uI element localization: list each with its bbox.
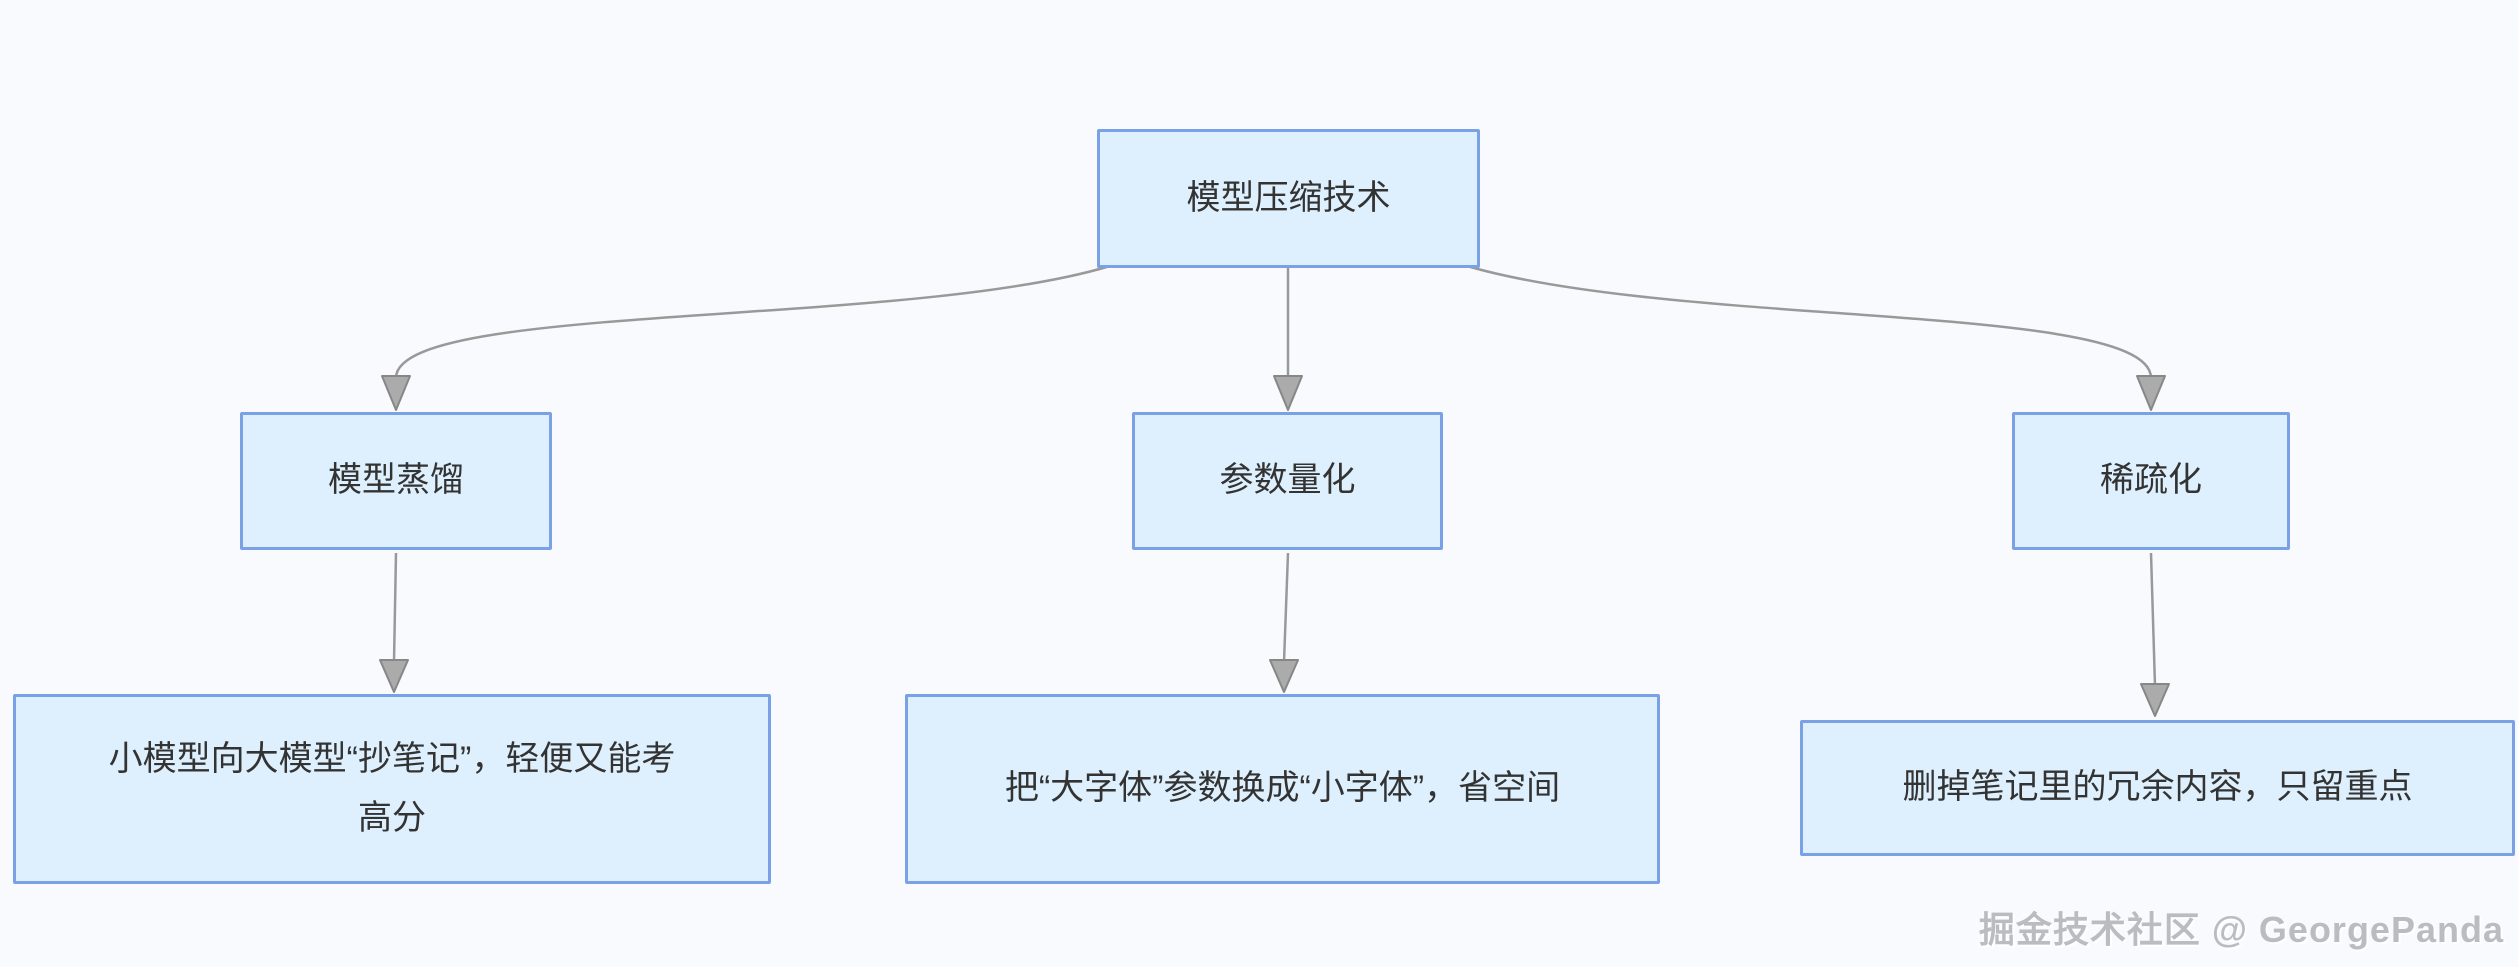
edge-root-to-distill — [394, 264, 1111, 379]
node-root-label: 模型压缩技术 — [1186, 178, 1391, 217]
edge-sparse-to-desc — [2149, 552, 2157, 687]
watermark: 掘金技术社区 @ GeorgePanda — [1979, 901, 2504, 953]
node-sparse: 稀疏化 — [2012, 412, 2290, 550]
arrowhead-distill-desc — [379, 659, 409, 693]
arrowhead-sparse-desc — [2140, 683, 2170, 717]
node-root: 模型压缩技术 — [1097, 129, 1480, 268]
node-quant-description-text: 把“大字体”参数换成“小字体”，省空间 — [1004, 769, 1561, 808]
arrowhead-distill — [381, 375, 411, 411]
node-distill-description: 小模型向大模型“抄笔记”，轻便又能考高分 — [13, 694, 771, 884]
arrowhead-quant — [1273, 375, 1303, 411]
node-distill: 模型蒸馏 — [240, 412, 552, 550]
node-quant: 参数量化 — [1132, 412, 1443, 550]
node-sparse-label: 稀疏化 — [2100, 461, 2202, 500]
node-sparse-description-text: 删掉笔记里的冗余内容，只留重点 — [1902, 768, 2413, 807]
node-sparse-description: 删掉笔记里的冗余内容，只留重点 — [1800, 720, 2515, 856]
node-quant-label: 参数量化 — [1219, 461, 1356, 500]
edge-root-to-sparse — [1466, 264, 2153, 379]
node-distill-description-text: 小模型向大模型“抄笔记”，轻便又能考高分 — [108, 739, 676, 838]
node-distill-label: 模型蒸馏 — [328, 461, 464, 500]
watermark-text: 掘金技术社区 @ GeorgePanda — [1978, 909, 2504, 950]
edge-distill-to-desc — [392, 552, 398, 663]
arrowhead-quant-desc — [1269, 659, 1299, 693]
node-quant-description: 把“大字体”参数换成“小字体”，省空间 — [905, 694, 1660, 884]
edge-quant-to-desc — [1282, 552, 1290, 663]
arrowhead-sparse — [2136, 375, 2166, 411]
